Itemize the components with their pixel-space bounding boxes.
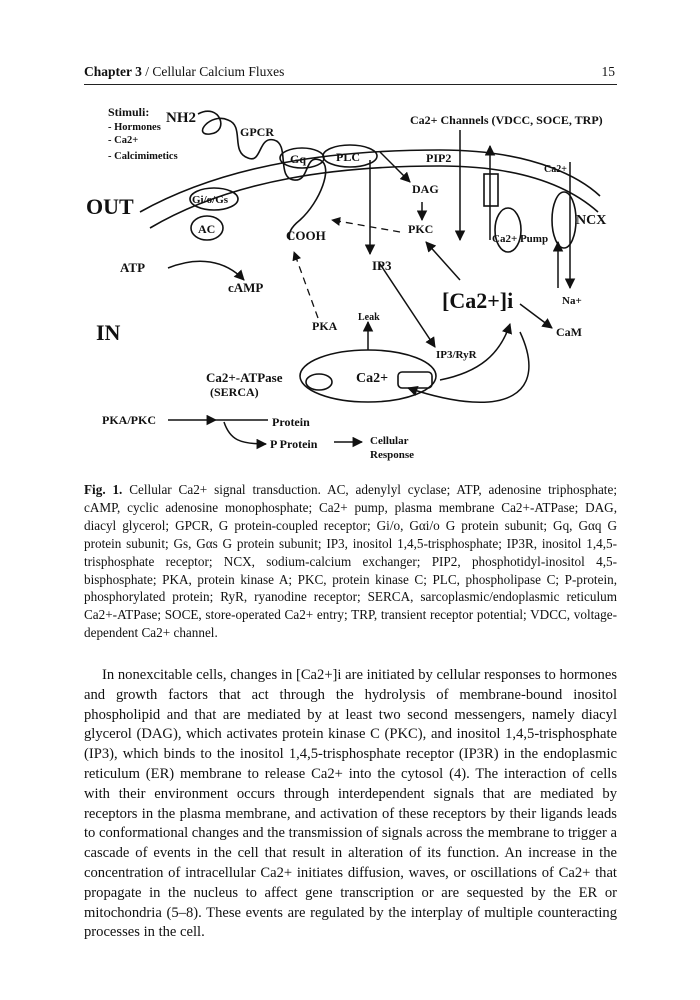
ncx-label: NCX — [576, 213, 606, 228]
out-label: OUT — [86, 194, 134, 219]
extracellular-calcium-label: Ca2+ — [544, 164, 567, 175]
stimuli-item-hormones: - Hormones — [108, 122, 161, 133]
leak-label: Leak — [358, 312, 380, 323]
ca-to-pkc-arrow — [426, 242, 460, 280]
ac-label: AC — [198, 222, 215, 236]
ip3-to-er-arrow — [380, 264, 435, 347]
cam-label: CaM — [556, 325, 582, 339]
stimuli-item-calcium: - Ca2+ — [108, 135, 138, 146]
pka-to-gpcr-dashed-arrow — [294, 252, 318, 318]
ca-uptake-curve-arrow — [408, 332, 529, 402]
figure-caption-label: Fig. 1. — [84, 482, 122, 497]
stimuli-title: Stimuli: — [108, 105, 149, 119]
body-text: In nonexcitable cells, changes in [Ca2+]… — [84, 666, 617, 943]
p-protein-label: P Protein — [270, 437, 318, 451]
ncx-exchanger-shape — [552, 192, 576, 248]
calcium-pump-label: Ca2+ Pump — [492, 233, 548, 245]
running-header: Chapter 3 / Cellular Calcium Fluxes 15 — [84, 62, 617, 85]
page-number: 15 — [602, 64, 616, 80]
cellular-response-line1: Cellular — [370, 435, 409, 447]
ca-to-cam-arrow — [520, 304, 552, 328]
protein-label: Protein — [272, 415, 310, 429]
ip3-ryr-channel-shape — [398, 372, 432, 388]
in-label: IN — [96, 320, 121, 345]
calcium-channels-label: Ca2+ Channels (VDCC, SOCE, TRP) — [410, 113, 603, 127]
chapter-title: Cellular Calcium Fluxes — [152, 64, 284, 79]
pka-pkc-label: PKA/PKC — [102, 413, 156, 427]
cooh-label: COOH — [286, 228, 326, 243]
protein-phosphorylation-arrow — [224, 422, 266, 444]
pkc-label: PKC — [408, 222, 433, 236]
calcium-pump-shape — [495, 208, 521, 252]
chapter-label: Chapter 3 — [84, 64, 142, 79]
nh2-label: NH2 — [166, 110, 196, 126]
chapter-heading: Chapter 3 / Cellular Calcium Fluxes — [84, 64, 284, 80]
atp-label: ATP — [120, 260, 145, 275]
er-calcium-label: Ca2+ — [356, 371, 388, 386]
calcium-channel-box — [484, 174, 498, 206]
atp-to-camp-arrow — [168, 261, 244, 280]
serca-label-line1: Ca2+-ATPase — [206, 370, 283, 385]
ip3-ryr-label: IP3/RyR — [436, 349, 478, 361]
dag-label: DAG — [412, 182, 439, 196]
gio-gs-label: Gi/o/Gs — [192, 194, 229, 206]
gq-label: Gq — [290, 152, 306, 166]
figure-caption-text: Cellular Ca2+ signal transduction. AC, a… — [84, 482, 617, 640]
serca-label-line2: (SERCA) — [210, 385, 259, 399]
pkc-to-gpcr-dashed-arrow — [332, 220, 400, 232]
figure-caption: Fig. 1. Cellular Ca2+ signal transductio… — [84, 481, 617, 642]
stimuli-item-calcimimetics: - Calcimimetics — [108, 151, 178, 162]
cellular-response-line2: Response — [370, 449, 414, 461]
serca-pump-shape — [306, 374, 332, 390]
intracellular-calcium-label: [Ca2+]i — [442, 288, 513, 313]
body-paragraph: In nonexcitable cells, changes in [Ca2+]… — [84, 666, 617, 943]
pip2-label: PIP2 — [426, 151, 451, 165]
camp-label: cAMP — [228, 280, 263, 295]
gpcr-label: GPCR — [240, 125, 274, 139]
pka-label: PKA — [312, 319, 338, 333]
sodium-label: Na+ — [562, 295, 582, 307]
plc-label: PLC — [336, 150, 360, 164]
calcium-signaling-figure: Stimuli: - Hormones - Ca2+ - Calcimimeti… — [80, 92, 620, 474]
ip3-label: IP3 — [372, 258, 392, 273]
